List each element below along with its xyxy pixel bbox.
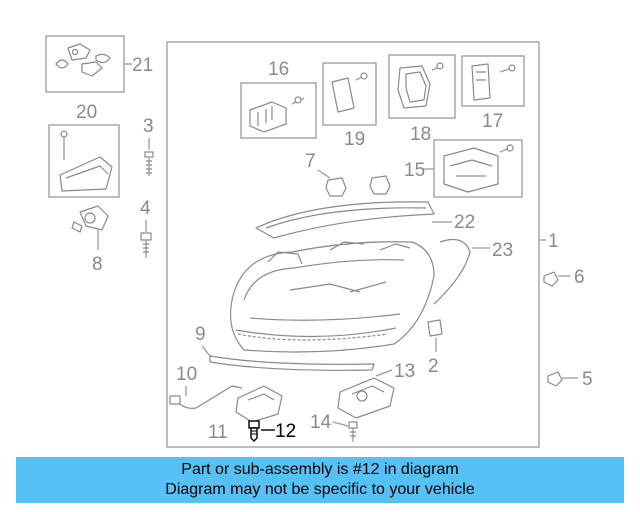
parts-diagram: 21 20 8 3 4 16: [45, 35, 593, 448]
callout-21: 21: [132, 55, 153, 76]
part-8-sensor: [71, 205, 109, 233]
part-18-gasket: [397, 62, 444, 109]
part-19-bracket: [331, 72, 368, 113]
callout-6: 6: [574, 267, 585, 288]
headlamp-housing: [229, 241, 435, 353]
part-15-control-unit: [443, 144, 514, 193]
part-16-bracket: [249, 96, 305, 133]
callout-22: 22: [454, 212, 475, 233]
callout-7: 7: [305, 151, 316, 172]
callout-17: 17: [482, 111, 503, 132]
part-3-screw: [144, 151, 154, 176]
callout-10: 10: [176, 364, 197, 385]
part-9-trim: [209, 355, 375, 371]
callout-8: 8: [92, 254, 103, 275]
part-17-box: [461, 55, 525, 107]
callout-23: 23: [492, 240, 513, 261]
banner-line-2: Diagram may not be specific to your vehi…: [165, 481, 475, 498]
callout-11: 11: [208, 422, 228, 443]
callout-2: 2: [428, 356, 439, 377]
callout-19: 19: [344, 129, 365, 150]
callout-3: 3: [143, 116, 154, 137]
part-5-clip: [547, 371, 563, 387]
part-21-clips: [45, 35, 125, 93]
callout-16: 16: [268, 59, 289, 80]
part-4-screw: [140, 232, 152, 258]
callout-9: 9: [195, 324, 206, 345]
part-11-module: [235, 385, 283, 423]
part-23-seal: [433, 239, 471, 305]
part-20-box: [48, 124, 120, 198]
info-banner: Part or sub-assembly is #12 in diagram D…: [16, 457, 624, 503]
part-18-box: [388, 54, 456, 119]
callout-14: 14: [310, 412, 332, 433]
callout-13: 13: [394, 361, 415, 382]
callout-1: 1: [548, 231, 559, 252]
part-10-harness: [169, 385, 243, 409]
callout-18: 18: [410, 124, 431, 145]
part-20-bracket: [59, 130, 113, 192]
part-2-bracket: [427, 319, 443, 337]
callout-4: 4: [140, 198, 151, 219]
part-17-module: [471, 63, 516, 101]
assembly-frame: [166, 41, 540, 448]
part-16-box: [240, 82, 317, 139]
callout-15: 15: [404, 160, 425, 181]
callout-20: 20: [76, 102, 97, 123]
part-22-trim: [255, 201, 435, 239]
part-13-module: [337, 377, 395, 419]
part-19-box: [322, 62, 377, 126]
callout-5: 5: [582, 369, 593, 390]
part-6-clip: [543, 271, 559, 287]
banner-line-1: Part or sub-assembly is #12 in diagram: [181, 461, 459, 478]
part-14-screw: [348, 421, 358, 442]
callout-12: 12: [275, 421, 296, 442]
part-7-bulbs: [325, 175, 391, 197]
part-12-screw: [248, 420, 260, 442]
